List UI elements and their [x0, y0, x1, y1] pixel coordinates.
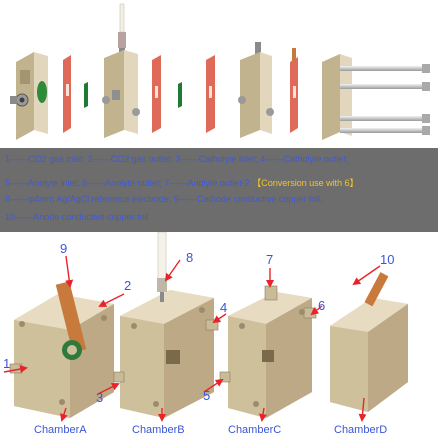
exploded-gasket: [152, 55, 161, 133]
callout-10: 10: [380, 252, 394, 267]
chamber-b: [113, 232, 219, 418]
exploded-chamber-d: [322, 54, 430, 140]
callout-9: 9: [60, 241, 67, 256]
chamber-b-label: ChamberB: [132, 424, 185, 436]
callout-1: 1: [3, 356, 10, 371]
parts-legend: 1——CO2 gas inlet; 2——CO2 gas outlet; 3——…: [0, 148, 438, 232]
callout-5: 5: [203, 388, 210, 403]
legend-line-4: 10——Anode conductive copper foil: [5, 212, 149, 222]
exploded-assembly-view: [10, 3, 430, 140]
chamber-d-label: ChamberD: [334, 424, 387, 436]
legend-line-3: 8——φ4mm Ag/AgCl reference electrode; 9——…: [5, 194, 323, 204]
chamber-d: [330, 272, 408, 412]
chamber-callout-view: 1 2 3 4 5 6 7 8 9 10 ChamberA ChamberB C…: [3, 232, 408, 436]
callout-8: 8: [186, 250, 193, 265]
exploded-chamber-c: [238, 42, 274, 138]
chamber-c-label: ChamberC: [228, 424, 281, 436]
legend-line-2: 5——Anolyte inlet; 6——Anolyte outlet; 7——…: [5, 175, 359, 189]
exploded-gasket: [63, 55, 71, 133]
chamber-a: [9, 281, 114, 418]
exploded-membrane: [178, 82, 182, 108]
callout-arrows: [3, 255, 381, 422]
exploded-chamber-a: [10, 52, 48, 140]
chamber-a-label: ChamberA: [34, 424, 87, 436]
exploded-membrane: [84, 82, 88, 108]
callout-7: 7: [266, 252, 273, 267]
exploded-gasket: [206, 55, 215, 133]
legend-line-2-main: 5——Anolyte inlet; 6——Anolyte outlet; 7——…: [5, 178, 250, 188]
legend-line-1: 1——CO2 gas inlet; 2——CO2 gas outlet; 3——…: [5, 154, 349, 164]
legend-line-2-note: 【Conversion use with 6】: [252, 178, 359, 188]
callout-4: 4: [220, 300, 227, 315]
chamber-c: [219, 285, 317, 418]
callout-3: 3: [96, 390, 103, 405]
callout-2: 2: [124, 278, 131, 293]
callout-6: 6: [318, 298, 325, 313]
exploded-chamber-b: [102, 3, 140, 138]
exploded-gasket: [290, 48, 298, 133]
